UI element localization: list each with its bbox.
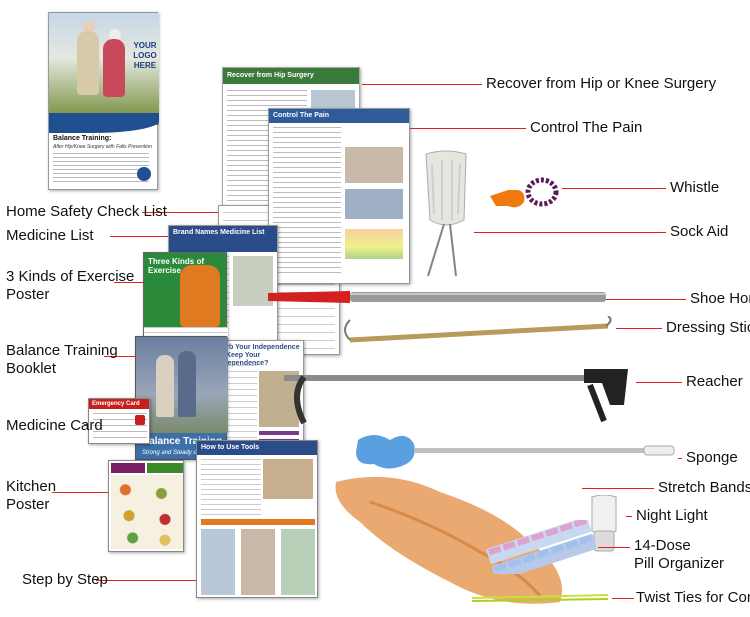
balance-training-booklet: Balance Training Strong and Steady on My… — [135, 336, 228, 460]
doc-photo — [263, 459, 313, 499]
label-14-dose: 14-Dose — [634, 537, 691, 554]
sock-aid-icon — [425, 150, 467, 277]
label-sock-aid: Sock Aid — [670, 223, 729, 240]
night-light-icon — [591, 495, 617, 552]
leader-line — [114, 282, 144, 283]
twist-ties-icon — [471, 594, 609, 602]
leader-line — [612, 598, 634, 599]
food-grid — [111, 475, 183, 549]
pain-scale-graphic — [345, 229, 403, 259]
booklet-subtitle: Strong and Steady on My Feet — [142, 450, 224, 456]
cover-swoosh — [49, 113, 159, 133]
leader-line — [362, 84, 482, 85]
leader-line — [636, 382, 682, 383]
leader-line — [410, 128, 526, 129]
label-reacher: Reacher — [686, 373, 743, 390]
feed-eyes-header — [111, 463, 145, 473]
label-three-kinds-poster: Poster — [6, 286, 50, 303]
recover-doc-header: Recover from Hip Surgery — [223, 68, 359, 84]
leader-line — [678, 458, 682, 459]
medicine-list-header: Brand Names Medicine List — [169, 226, 277, 252]
label-home-safety: Home Safety Check List — [6, 203, 167, 220]
doc-photo — [233, 256, 273, 306]
emergency-card-header: Emergency Card — [89, 399, 149, 409]
label-night-light: Night Light — [636, 507, 708, 524]
booklet-title: Balance Training: — [53, 135, 112, 142]
booklet-contents-lines — [53, 153, 149, 183]
leader-line — [562, 188, 666, 189]
shoe-horn-icon — [268, 291, 606, 303]
exercising-man — [180, 265, 220, 327]
doc-photo — [345, 147, 403, 183]
control-pain-header: Control The Pain — [269, 109, 409, 123]
step-photos — [201, 529, 315, 595]
logo-placeholder: YOUR LOGO HERE — [133, 41, 157, 70]
leader-line — [474, 232, 666, 233]
label-sponge: Sponge — [686, 449, 738, 466]
whistle-icon — [490, 177, 559, 208]
woman-figure — [103, 39, 125, 97]
label-medicine-list: Medicine List — [6, 227, 94, 244]
medical-cross-icon — [135, 415, 145, 425]
pill-organizer-icon — [486, 520, 596, 574]
how-to-header: How to Use Tools — [197, 441, 317, 455]
leader-line — [142, 212, 218, 213]
reacher-icon — [284, 369, 628, 425]
doc-text-lines — [201, 459, 261, 515]
curb-title: Curb Your Independence or Keep Your Inde… — [217, 344, 300, 367]
leader-line — [96, 580, 196, 581]
sponge-icon — [356, 435, 675, 469]
label-kitchen-poster: Poster — [6, 496, 50, 513]
leader-line — [52, 492, 108, 493]
control-pain-doc: Control The Pain — [268, 108, 410, 284]
label-step-by-step: Step by Step — [22, 571, 108, 588]
man-figure — [77, 31, 99, 95]
label-twist-ties: Twist Ties for Cords — [636, 589, 750, 606]
label-stretch-bands: Stretch Bands — [658, 479, 750, 496]
leader-line — [616, 328, 662, 329]
label-three-kinds: 3 Kinds of Exercise — [6, 268, 135, 285]
label-control-pain: Control The Pain — [530, 119, 643, 136]
label-balance-training: Balance Training — [6, 342, 118, 359]
woman-head — [109, 29, 121, 41]
label-shoe-horn: Shoe Horn — [690, 290, 750, 307]
label-medicine-card: Medicine Card — [6, 417, 103, 434]
man-figure — [178, 351, 196, 417]
balance-training-booklet-cover: YOUR LOGO HERE Balance Training: After H… — [48, 12, 159, 190]
label-dressing-stick: Dressing Stick — [666, 319, 750, 336]
label-kitchen: Kitchen — [6, 478, 57, 495]
booklet-title: Balance Training — [142, 436, 223, 447]
leader-line — [104, 356, 136, 357]
leader-line — [626, 516, 632, 517]
medicine-card: Emergency Card — [88, 398, 150, 444]
publisher-badge — [137, 167, 151, 181]
woman-figure — [156, 355, 174, 417]
label-balance-booklet: Booklet — [6, 360, 57, 377]
label-whistle: Whistle — [670, 179, 720, 196]
doc-photo — [345, 189, 403, 219]
feed-bones-header — [147, 463, 183, 473]
label-recover-surgery: Recover from Hip or Knee Surgery — [486, 75, 717, 92]
step-by-step-doc: How to Use Tools — [196, 440, 318, 598]
leader-line — [606, 299, 686, 300]
doc-text-lines — [273, 127, 341, 277]
poster-title: Three Kinds of Exercise — [148, 257, 205, 275]
leader-line — [84, 424, 88, 425]
man-head — [83, 21, 95, 33]
leader-line — [598, 547, 630, 548]
dressing-stick-icon — [344, 316, 612, 343]
step-bar — [201, 519, 315, 525]
label-pill-organizer: Pill Organizer — [634, 555, 725, 572]
leader-line — [582, 488, 654, 489]
booklet-subtitle: After Hip/Knee Surgery with Falls Preven… — [53, 144, 152, 150]
kitchen-poster — [108, 460, 184, 552]
leader-line — [110, 236, 168, 237]
